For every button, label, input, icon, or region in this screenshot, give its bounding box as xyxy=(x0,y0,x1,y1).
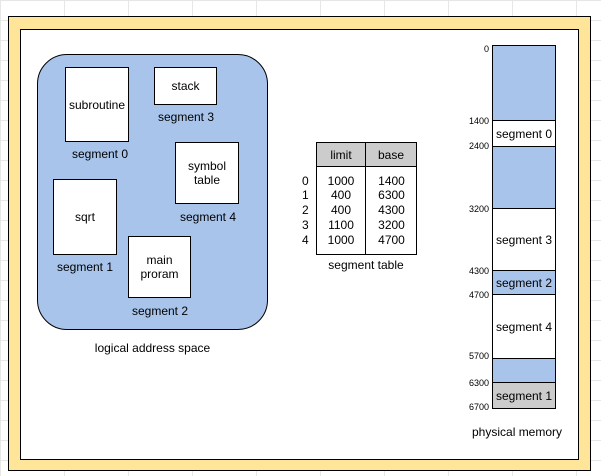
segment-table-caption: segment table xyxy=(328,258,404,272)
table-header-limit: limit xyxy=(316,142,366,167)
memory-block xyxy=(492,45,556,121)
memory-address: 6700 xyxy=(468,402,489,412)
segment-box-symbol-table: symbol table xyxy=(175,142,239,204)
memory-block-segment-2: segment 2 xyxy=(492,270,556,295)
segment-label: segment 3 xyxy=(157,110,215,124)
table-cell-base: 4300 xyxy=(378,203,405,217)
table-index: 0 xyxy=(302,174,309,188)
segment-name: sqrt xyxy=(74,210,95,224)
memory-address: 0 xyxy=(483,44,489,54)
table-body xyxy=(316,166,417,255)
table-cell-limit: 1000 xyxy=(327,233,355,247)
memory-address: 6300 xyxy=(468,378,489,388)
segment-label: segment 0 xyxy=(71,147,129,161)
table-index: 2 xyxy=(302,203,309,217)
memory-block-segment-3: segment 3 xyxy=(492,208,556,271)
memory-block xyxy=(492,146,556,209)
memory-address: 4700 xyxy=(468,290,489,300)
table-header-base: base xyxy=(365,142,417,167)
memory-block-segment-1: segment 1 xyxy=(492,382,556,409)
memory-block-segment-4: segment 4 xyxy=(492,294,556,359)
segment-table: limit base xyxy=(316,142,417,255)
segment-name: symbol table xyxy=(187,159,226,187)
memory-address: 4300 xyxy=(468,266,489,276)
memory-block-label: segment 4 xyxy=(495,319,553,334)
segment-name: subroutine xyxy=(68,97,126,112)
table-cell-base: 4700 xyxy=(378,233,405,247)
table-cell-base: 3200 xyxy=(378,218,405,232)
table-index: 3 xyxy=(302,218,309,232)
memory-address: 1400 xyxy=(468,116,489,126)
table-cell-base: 1400 xyxy=(378,174,405,188)
memory-block-label: segment 2 xyxy=(495,275,553,290)
memory-address: 2400 xyxy=(468,141,489,151)
header-label: base xyxy=(377,147,405,162)
table-cell-limit: 1000 xyxy=(327,174,355,188)
segment-box-subroutine: subroutine xyxy=(65,67,129,142)
memory-address: 5700 xyxy=(468,351,489,361)
segment-box-stack: stack xyxy=(154,67,217,105)
memory-block-label: segment 0 xyxy=(495,126,553,141)
header-label: limit xyxy=(330,147,352,162)
memory-block xyxy=(492,358,556,383)
table-column-divider xyxy=(365,166,366,255)
memory-block-label: segment 1 xyxy=(495,388,553,403)
table-cell-limit: 400 xyxy=(330,203,352,217)
logical-address-space-caption: logical address space xyxy=(94,341,211,355)
table-index: 4 xyxy=(302,233,309,247)
physical-memory-caption: physical memory xyxy=(472,425,563,439)
segment-label: segment 1 xyxy=(56,260,114,274)
memory-block-segment-0: segment 0 xyxy=(492,120,556,147)
segment-name: stack xyxy=(171,79,200,93)
segment-name: main proram xyxy=(140,253,179,281)
memory-block-label: segment 3 xyxy=(495,232,553,247)
segment-label: segment 2 xyxy=(131,304,189,318)
memory-address: 3200 xyxy=(468,204,489,214)
table-cell-limit: 400 xyxy=(330,188,352,202)
segment-label: segment 4 xyxy=(179,210,237,224)
segment-box-main-program: main proram xyxy=(128,236,191,298)
segment-box-sqrt: sqrt xyxy=(53,179,117,255)
table-index: 1 xyxy=(302,188,309,202)
table-cell-base: 6300 xyxy=(378,188,405,202)
table-cell-limit: 1100 xyxy=(328,218,354,232)
